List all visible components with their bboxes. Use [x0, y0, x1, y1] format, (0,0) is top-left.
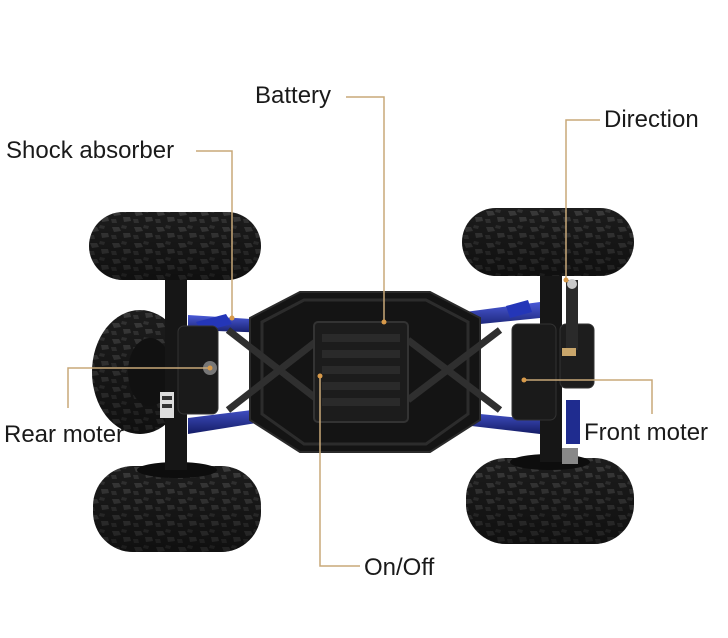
on-off-label: On/Off — [364, 554, 435, 581]
rear-gearbox — [160, 325, 219, 418]
chassis-bracing — [225, 327, 503, 413]
front-gearbox — [511, 279, 595, 464]
direction-leader — [565, 119, 600, 280]
tire-front-bottom — [466, 454, 634, 544]
battery-pack — [313, 321, 409, 423]
battery-leader — [346, 96, 385, 322]
on-off-leader — [319, 376, 360, 567]
battery-label: Battery — [255, 82, 332, 109]
leader-lines — [67, 96, 653, 567]
leader-dots — [207, 277, 569, 383]
tire-rear-top — [89, 212, 261, 280]
shock-absorber-label: Shock absorber — [6, 137, 175, 164]
rear-moter-label: Rear moter — [4, 421, 125, 448]
shock-absorber-leader — [196, 150, 233, 318]
front-moter-leader — [524, 379, 653, 414]
tire-front-top — [462, 208, 634, 276]
direction-label: Direction — [604, 106, 699, 133]
rear-moter-leader — [67, 367, 210, 408]
front-moter-label: Front moter — [584, 419, 709, 446]
tire-rear-bottom — [93, 462, 261, 552]
